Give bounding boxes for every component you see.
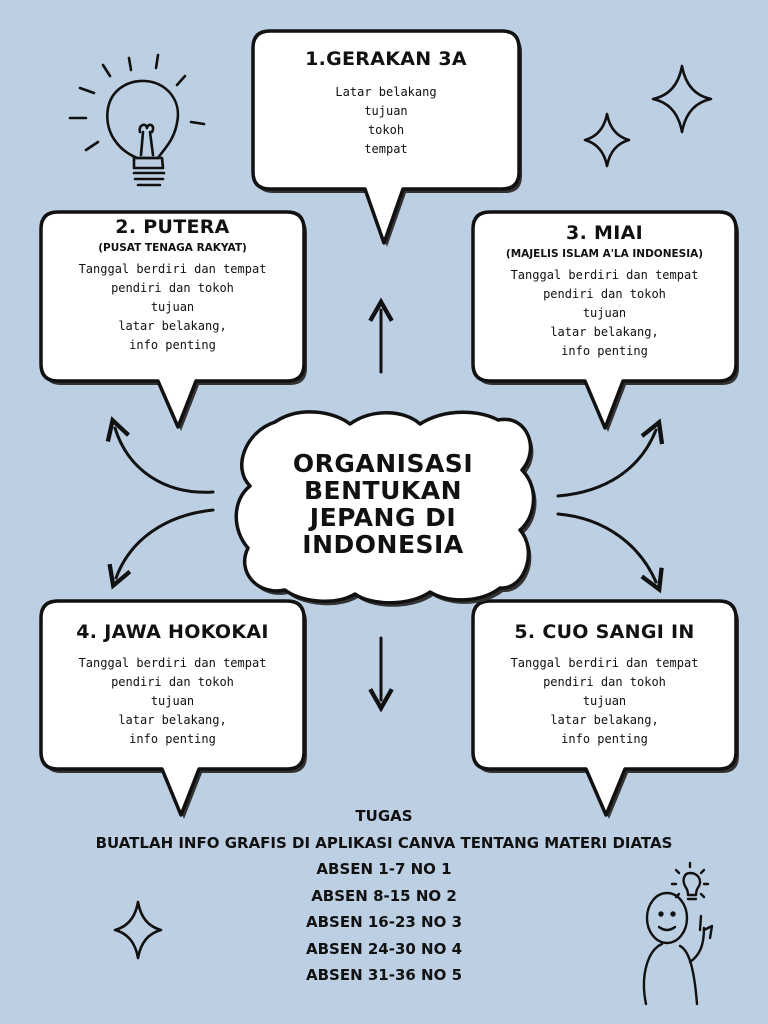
- bubble-miai: [471, 210, 739, 432]
- node-line: tokoh: [367, 123, 405, 137]
- node-gerakan: 1.GERAKAN 3A Latar belakang tujuan tokoh…: [256, 48, 516, 159]
- node-line: info penting: [561, 732, 648, 746]
- node-line: info penting: [561, 344, 648, 358]
- node-line: latar belakang,: [550, 713, 659, 727]
- thinking-person-icon: [642, 861, 714, 1006]
- node-putera: 2. PUTERA (PUSAT TENAGA RAKYAT) Tanggal …: [41, 216, 304, 355]
- node-line: tujuan: [582, 306, 627, 320]
- center-title-line: ORGANISASI: [292, 449, 474, 478]
- node-line: Tanggal berdiri dan tempat: [78, 656, 267, 670]
- node-line: Tanggal berdiri dan tempat: [510, 268, 699, 282]
- node-subtitle: (PUSAT TENAGA RAKYAT): [98, 242, 247, 254]
- node-title: 5. CUO SANGI IN: [514, 621, 695, 643]
- task-heading: TUGAS: [355, 807, 413, 825]
- sparkle-icon: [113, 900, 163, 960]
- node-title: 3. MIAI: [566, 222, 643, 244]
- task-assignment: ABSEN 31-36 NO 5: [305, 966, 463, 984]
- bubble-cuo: [471, 599, 739, 819]
- center-title-line: BENTUKAN: [303, 476, 463, 505]
- bubble-gerakan: [251, 29, 522, 247]
- center-cloud: [234, 410, 537, 607]
- arrow-lower-left: [107, 508, 215, 590]
- node-line: pendiri dan tokoh: [543, 675, 666, 689]
- node-line: latar belakang,: [550, 325, 659, 339]
- task-assignment: ABSEN 16-23 NO 3: [305, 913, 463, 931]
- bubble-putera: [39, 210, 307, 431]
- node-title: 1.GERAKAN 3A: [305, 48, 467, 70]
- connector-arrows: [105, 297, 665, 713]
- node-title: 4. JAWA HOKOKAI: [76, 621, 269, 643]
- center-title-line: INDONESIA: [302, 530, 464, 559]
- sparkle-icon: [583, 112, 631, 168]
- task-assignment: ABSEN 24-30 NO 4: [305, 939, 463, 958]
- node-line: tujuan: [582, 694, 627, 708]
- node-line: info penting: [129, 732, 216, 746]
- node-line: tujuan: [150, 694, 195, 708]
- lightbulb-icon: [68, 53, 206, 187]
- node-line: tempat: [364, 142, 408, 156]
- node-line: latar belakang,: [118, 713, 227, 727]
- node-line: tujuan: [364, 104, 408, 118]
- node-line: Tanggal berdiri dan tempat: [78, 262, 267, 276]
- node-line: Latar belakang: [335, 85, 437, 99]
- task-section: TUGAS BUATLAH INFO GRAFIS DI APLIKASI CA…: [0, 803, 768, 989]
- center-title: ORGANISASI BENTUKAN JEPANG DI INDONESIA: [250, 450, 516, 558]
- node-subtitle: (MAJELIS ISLAM A'LA INDONESIA): [505, 248, 704, 260]
- bubble-jawa: [39, 599, 307, 819]
- sparkle-icon: [651, 64, 713, 134]
- arrow-upper-left: [105, 416, 215, 494]
- task-assignment: ABSEN 1-7 NO 1: [316, 860, 452, 878]
- arrow-upper-right: [556, 418, 665, 498]
- node-line: pendiri dan tokoh: [111, 675, 234, 689]
- node-jawa: 4. JAWA HOKOKAI Tanggal berdiri dan temp…: [41, 621, 304, 749]
- task-instruction: BUATLAH INFO GRAFIS DI APLIKASI CANVA TE…: [95, 833, 673, 852]
- task-assignment: ABSEN 8-15 NO 2: [311, 886, 457, 905]
- node-miai: 3. MIAI (MAJELIS ISLAM A'LA INDONESIA) T…: [473, 222, 736, 361]
- node-line: info penting: [129, 338, 216, 352]
- node-line: pendiri dan tokoh: [111, 281, 234, 295]
- center-title-line: JEPANG DI: [309, 503, 457, 532]
- node-title: 2. PUTERA: [115, 216, 230, 238]
- node-line: Tanggal berdiri dan tempat: [510, 656, 699, 670]
- node-line: pendiri dan tokoh: [543, 287, 666, 301]
- node-line: latar belakang,: [118, 319, 227, 333]
- node-line: tujuan: [150, 300, 195, 314]
- node-cuo: 5. CUO SANGI IN Tanggal berdiri dan temp…: [473, 621, 736, 749]
- arrow-lower-right: [556, 512, 664, 594]
